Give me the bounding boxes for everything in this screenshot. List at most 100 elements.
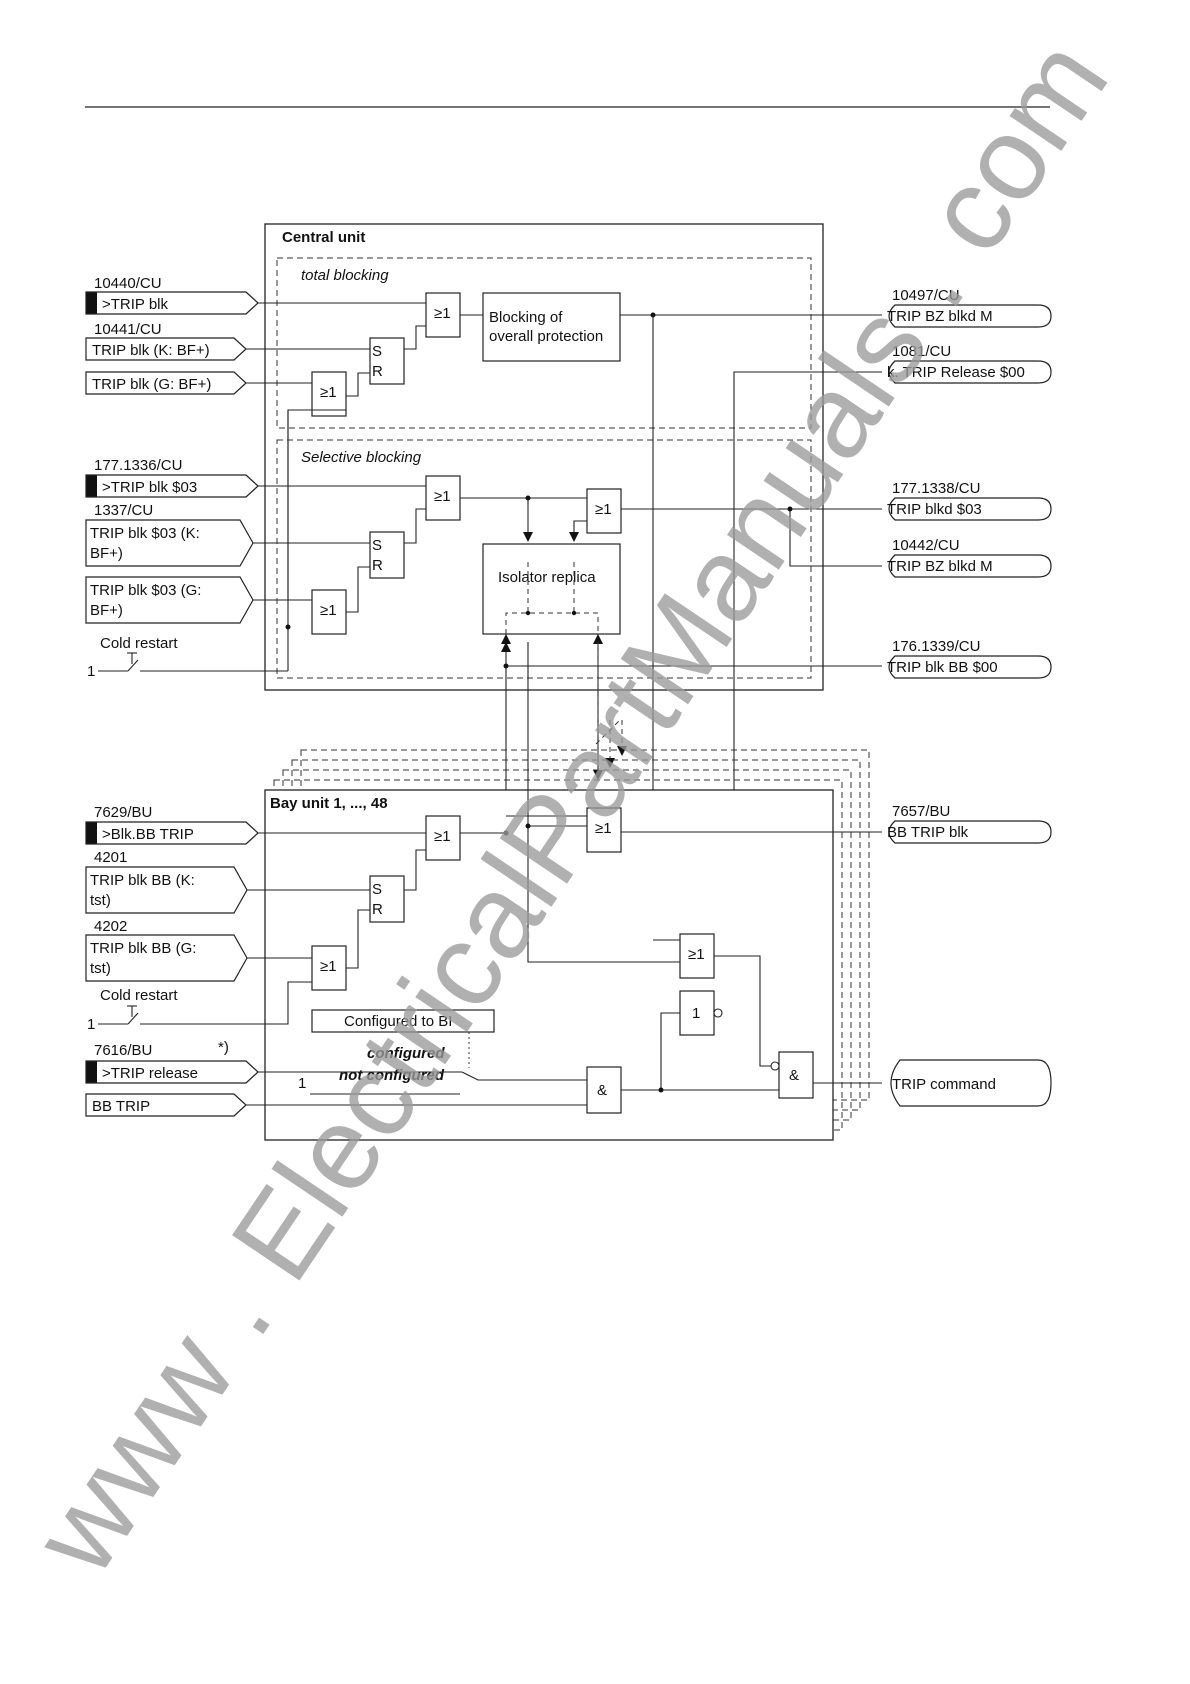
- output-flag: [888, 820, 1052, 844]
- input-label: >TRIP blk: [102, 296, 168, 313]
- input-flag: [85, 291, 259, 315]
- input-label: >TRIP blk $03: [102, 479, 197, 496]
- arrowheads: [501, 532, 603, 644]
- input-number: 4201: [94, 849, 127, 866]
- output-flag: [888, 304, 1052, 328]
- input-flag: [85, 371, 247, 395]
- reset-label: R: [372, 901, 383, 918]
- footnote-mark: *): [218, 1039, 229, 1056]
- total-blocking-title: total blocking: [301, 267, 389, 284]
- configured-label: configured: [367, 1045, 445, 1062]
- output-number: 10497/CU: [892, 287, 960, 304]
- input-flag: [85, 866, 248, 914]
- logic-one: 1: [87, 1016, 95, 1033]
- cold-restart-label: Cold restart: [100, 635, 178, 652]
- output-label: BB TRIP blk: [887, 824, 969, 841]
- input-label-cont: BF+): [90, 545, 123, 562]
- logic-one: 1: [87, 663, 95, 680]
- inverter-bubble: [713, 1008, 723, 1018]
- or-gate-label: ≥1: [320, 602, 337, 619]
- logic-one: 1: [298, 1075, 306, 1092]
- central-unit-title: Central unit: [282, 229, 365, 246]
- input-label: TRIP blk $03 (K:: [90, 525, 200, 542]
- or-gate-bay: [425, 815, 461, 861]
- output-label: TRIP blkd $03: [887, 501, 982, 518]
- input-label: >Blk.BB TRIP: [102, 826, 194, 843]
- or-gate-total-reset: [311, 371, 347, 417]
- input-flag: [85, 821, 259, 845]
- junction-dot: [787, 506, 793, 512]
- output-flag: [888, 655, 1052, 679]
- central-unit-box: [264, 223, 824, 691]
- or-gate-label: ≥1: [434, 305, 451, 322]
- configured-to-bi-label: Configured to BI: [344, 1013, 452, 1030]
- isolator-replica-block: [482, 543, 621, 635]
- output-label: TRIP blk BB $00: [887, 659, 998, 676]
- output-label: TRIP BZ blkd M: [887, 558, 993, 575]
- input-flag: [85, 337, 247, 361]
- or-gate-label: ≥1: [320, 384, 337, 401]
- blocking-overall-line2: overall protection: [489, 328, 603, 345]
- output-label: TRIP command: [892, 1076, 996, 1093]
- set-label: S: [372, 537, 382, 554]
- sr-flipflop-total: [369, 337, 405, 385]
- input-label-cont: BF+): [90, 602, 123, 619]
- junction-dot: [525, 823, 531, 829]
- output-number: 1081/CU: [892, 343, 951, 360]
- input-label: TRIP blk $03 (G:: [90, 582, 201, 599]
- input-number: 10440/CU: [94, 275, 162, 292]
- or-gate-label: ≥1: [595, 501, 612, 518]
- input-label-cont: tst): [90, 892, 111, 909]
- set-label: S: [372, 343, 382, 360]
- isolator-replica-label: Isolator replica: [498, 569, 596, 586]
- or-gate-selective: [425, 475, 461, 521]
- input-marker: [86, 822, 97, 844]
- arrowheads: [501, 642, 511, 652]
- input-label: >TRIP release: [102, 1065, 198, 1082]
- junction-dot: [285, 624, 291, 630]
- output-number: 7657/BU: [892, 803, 950, 820]
- blocking-overall-block: [482, 292, 621, 362]
- input-label: TRIP blk BB (G:: [90, 940, 196, 957]
- input-label-cont: tst): [90, 960, 111, 977]
- output-flag: [888, 554, 1052, 578]
- input-marker: [86, 292, 97, 314]
- output-flag: [888, 497, 1052, 521]
- and-gate-label: &: [597, 1082, 607, 1099]
- junction-dot: [503, 663, 509, 669]
- total-blocking-wires: [246, 302, 882, 397]
- input-flag: [85, 934, 248, 982]
- bay-unit-box: [264, 789, 834, 1141]
- input-number: 4202: [94, 918, 127, 935]
- or-gate-label: ≥1: [434, 488, 451, 505]
- inverter-bubble: [770, 1061, 780, 1071]
- watermark: www . ElectricalPartManuals . com: [8, 17, 1134, 1597]
- cold-restart-contact: [98, 981, 312, 1025]
- selective-blocking-title: Selective blocking: [301, 449, 422, 466]
- input-label: TRIP blk (K: BF+): [92, 342, 210, 359]
- or-gate-selective-reset: [311, 589, 347, 635]
- junction-dot: [571, 610, 577, 616]
- cold-restart-contact: [98, 652, 288, 672]
- input-flag: [85, 1093, 247, 1117]
- bay-unit-wires: [246, 642, 882, 1106]
- input-label: BB TRIP: [92, 1098, 150, 1115]
- output-flag: [888, 360, 1052, 384]
- input-number: 177.1336/CU: [94, 457, 182, 474]
- or-gate-isolator: [586, 488, 622, 534]
- junction-dot: [525, 495, 531, 501]
- bay-unit-title: Bay unit 1, ..., 48: [270, 795, 388, 812]
- junction-dot: [658, 1087, 664, 1093]
- reset-label: R: [372, 363, 383, 380]
- output-label: k. TRIP Release $00: [887, 364, 1025, 381]
- blocking-overall-line1: Blocking of: [489, 309, 563, 326]
- or-gate-label: ≥1: [320, 958, 337, 975]
- junction-dot: [525, 610, 531, 616]
- input-flag: [85, 474, 259, 498]
- junction-dot: [503, 830, 509, 836]
- or-gate-label: ≥1: [434, 828, 451, 845]
- not-configured-label: not configured: [339, 1067, 445, 1084]
- not-gate-label: 1: [692, 1005, 700, 1022]
